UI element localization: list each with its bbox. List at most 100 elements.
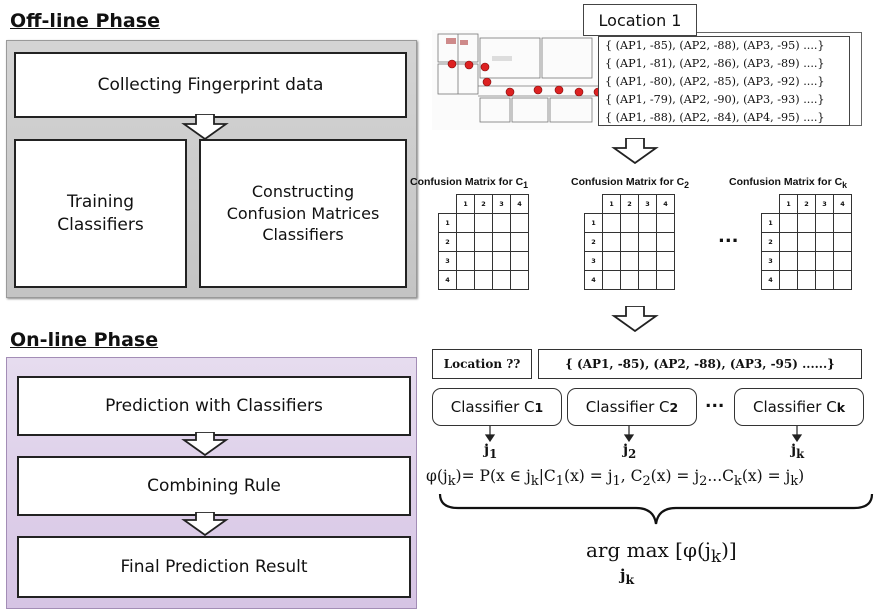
cm-col-header: 1: [456, 194, 475, 214]
prediction-label: Prediction with Classifiers: [105, 395, 323, 416]
fingerprint-row: { (AP1, -81), (AP2, -86), (AP3, -89) ...…: [605, 57, 825, 70]
cm-col-header: 3: [815, 194, 834, 214]
output-j: j: [623, 442, 629, 458]
classifier-label: Classifier C: [752, 398, 837, 416]
confusion-title-1: Confusion Matrix for C1: [410, 176, 528, 190]
confusion-title-sub: k: [842, 180, 848, 191]
formula-sub: k: [734, 474, 742, 490]
training-classifiers-box: Training Classifiers: [14, 139, 187, 288]
location-1-text: Location 1: [598, 10, 682, 30]
cm-col-header: 4: [656, 194, 675, 214]
cm-col-header: 4: [833, 194, 852, 214]
formula-sub: 2: [642, 474, 651, 490]
output-j2: j2: [623, 442, 636, 461]
argmax-part: arg max [φ(j: [586, 538, 711, 562]
classifier-output-arrows: [484, 426, 803, 442]
training-line-2: Classifiers: [57, 214, 144, 235]
output-j-sub: 1: [489, 446, 498, 461]
final-label: Final Prediction Result: [120, 556, 308, 577]
cm-col-header: 1: [779, 194, 798, 214]
cm-row-header: 3: [761, 251, 780, 271]
cm-col-header: 1: [602, 194, 621, 214]
cm-row-header: 4: [438, 270, 457, 290]
fingerprint-row: { (AP1, -88), (AP2, -84), (AP4, -95) ...…: [605, 111, 825, 124]
output-j: j: [791, 442, 797, 458]
argmax-below-sub: k: [625, 572, 635, 587]
output-j1: j1: [484, 442, 497, 461]
cm-row-header: 2: [438, 232, 457, 252]
formula-part: |C: [538, 467, 556, 485]
constructing-confusion-box: Constructing Confusion Matrices Classifi…: [199, 139, 407, 288]
cm-row-header: 1: [584, 213, 603, 233]
confusion-title-prefix: Confusion Matrix for C: [410, 176, 524, 188]
formula-sub: k: [790, 474, 799, 490]
formula-sub: k: [447, 474, 456, 490]
combining-label: Combining Rule: [147, 475, 281, 496]
combining-brace: [438, 493, 874, 525]
fingerprint-row: { (AP1, -80), (AP2, -85), (AP3, -92) ...…: [605, 75, 825, 88]
confusion-title-2: Confusion Matrix for C2: [571, 176, 689, 190]
combination-formula: φ(jk)= P(x ∈ jk|C1(x) = j1, C2(x) = j2..…: [426, 467, 804, 489]
fingerprint-stack: { (AP1, -85), (AP2, -88), (AP3, -95) ...…: [598, 32, 862, 126]
query-fingerprint-box: { (AP1, -85), (AP2, -88), (AP3, -95) ...…: [538, 349, 862, 379]
classifier-sub: 2: [669, 399, 679, 415]
cm-row-header: 2: [584, 232, 603, 252]
query-location-text: Location ??: [443, 357, 521, 371]
location-1-label: Location 1: [583, 4, 697, 36]
confusion-ellipsis: ...: [718, 226, 739, 247]
argmax-part: )]: [721, 538, 737, 562]
training-line-1: Training: [66, 191, 135, 212]
formula-part: ...C: [707, 467, 734, 485]
query-fingerprint-text: { (AP1, -85), (AP2, -88), (AP3, -95) ...…: [565, 357, 835, 371]
cm-row-header: 3: [438, 251, 457, 271]
classifier-label: Classifier C: [450, 398, 535, 416]
offline-phase-title: Off-line Phase: [10, 10, 160, 32]
fingerprint-card: { (AP1, -85), (AP2, -88), (AP3, -95) ...…: [598, 36, 850, 126]
classifier-label: Classifier C: [585, 398, 670, 416]
constructing-line-1: Constructing: [251, 182, 355, 202]
combining-rule-box: Combining Rule: [17, 456, 411, 516]
online-arrow-2: [181, 512, 229, 536]
confusion-title-sub: 1: [523, 180, 529, 191]
to-query-arrow: [611, 306, 659, 332]
argmax-below: j: [620, 566, 626, 584]
cm-col-header: 2: [474, 194, 493, 214]
cm-col-header: 2: [620, 194, 639, 214]
confusion-title-k: Confusion Matrix for Ck: [729, 176, 847, 190]
fingerprint-row: { (AP1, -85), (AP2, -88), (AP3, -95) ...…: [605, 39, 825, 52]
formula-part: (x) = j: [650, 467, 700, 485]
argmax-expression: arg max [φ(jk)]: [586, 538, 737, 566]
output-j-sub: 2: [628, 446, 637, 461]
formula-part: , C: [620, 467, 643, 485]
formula-sub: 1: [612, 474, 621, 490]
offline-down-arrow: [181, 114, 229, 140]
cm-col-header: 4: [510, 194, 529, 214]
classifier-sub: 1: [534, 399, 544, 415]
cm-col-header: 3: [492, 194, 511, 214]
final-prediction-box: Final Prediction Result: [17, 536, 411, 598]
fingerprint-row: { (AP1, -79), (AP2, -90), (AP3, -93) ...…: [605, 93, 825, 106]
cm-row-header: 2: [761, 232, 780, 252]
cm-row-header: 3: [584, 251, 603, 271]
formula-part: (x) = j: [564, 467, 613, 485]
argmax-sub: k: [710, 547, 722, 566]
formula-sub: 2: [699, 474, 708, 490]
confusion-title-sub: 2: [684, 180, 690, 191]
collecting-fingerprint-label: Collecting Fingerprint data: [97, 74, 324, 95]
prediction-with-classifiers-box: Prediction with Classifiers: [17, 376, 411, 436]
formula-part: )= P(x ∈ j: [455, 467, 531, 485]
cm-row-header: 4: [761, 270, 780, 290]
formula-part: (x) = j: [741, 467, 791, 485]
query-location-box: Location ??: [432, 349, 532, 379]
output-jk: jk: [791, 442, 804, 461]
classifier-ellipsis: ...: [705, 392, 725, 412]
cm-col-header: 3: [638, 194, 657, 214]
formula-sub: 1: [555, 474, 565, 490]
cm-row-header: 4: [584, 270, 603, 290]
cm-col-header: 2: [797, 194, 816, 214]
